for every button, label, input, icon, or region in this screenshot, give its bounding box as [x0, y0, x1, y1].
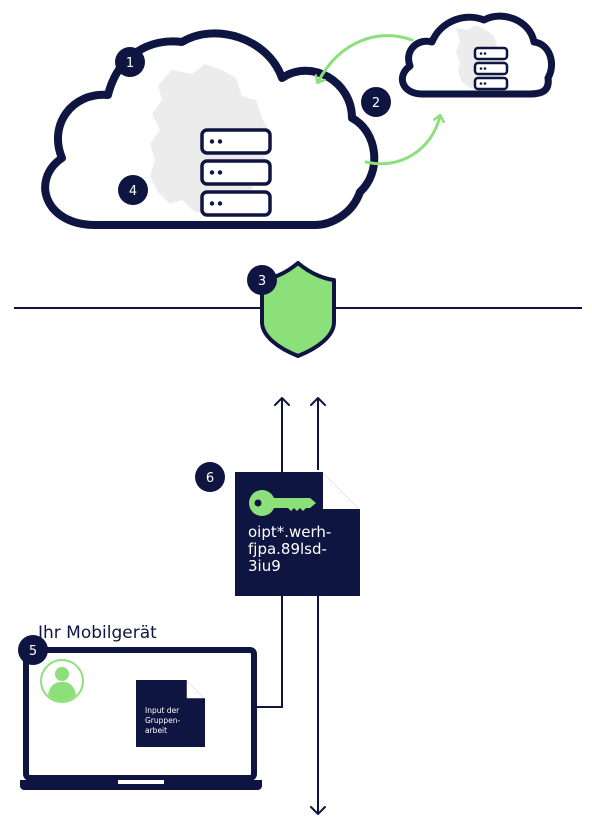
- key-text-line-2: fjpa.89lsd-: [248, 540, 327, 558]
- encrypted-key-document: oipt*.werh- fjpa.89lsd- 3iu9 6: [195, 462, 360, 596]
- sync-arrow-to-backup: [364, 116, 440, 166]
- badge-5-label: 5: [29, 644, 37, 659]
- badge-3: 3: [247, 265, 277, 295]
- badge-4: 4: [118, 175, 148, 205]
- badge-6: 6: [195, 462, 225, 492]
- badge-1-label: 1: [126, 56, 134, 71]
- laptop-trackpad-notch: [118, 780, 164, 784]
- device-title: Ihr Mobilgerät: [38, 623, 157, 643]
- backup-cloud: [398, 12, 555, 98]
- user-device: Ihr Mobilgerät Input der Gruppen- arbeit…: [18, 623, 262, 790]
- key-text-line-1: oipt*.werh-: [248, 523, 331, 541]
- user-avatar-icon: [40, 659, 84, 703]
- security-shield: 3: [247, 261, 336, 358]
- primary-cloud: 1 4: [41, 29, 379, 229]
- doc-text-line-1: Input der: [145, 706, 180, 715]
- badge-1: 1: [115, 47, 145, 77]
- badge-2: 2: [361, 87, 391, 117]
- doc-text-line-3: arbeit: [145, 726, 167, 735]
- sync-arrow-to-primary: [318, 34, 414, 82]
- laptop-base: [20, 780, 262, 790]
- badge-2-label: 2: [372, 96, 380, 111]
- group-work-document: Input der Gruppen- arbeit: [136, 680, 205, 747]
- server-stack-icon: [200, 128, 272, 217]
- badge-5: 5: [18, 635, 48, 665]
- server-stack-icon: [473, 46, 509, 91]
- data-flow-arrows: [256, 397, 326, 815]
- sync-arrows: 2: [318, 34, 440, 166]
- key-text-line-3: 3iu9: [248, 557, 281, 575]
- key-icon: [249, 490, 316, 516]
- badge-3-label: 3: [258, 274, 266, 289]
- doc-text-line-2: Gruppen-: [145, 716, 181, 725]
- badge-6-label: 6: [206, 471, 214, 486]
- badge-4-label: 4: [129, 184, 137, 199]
